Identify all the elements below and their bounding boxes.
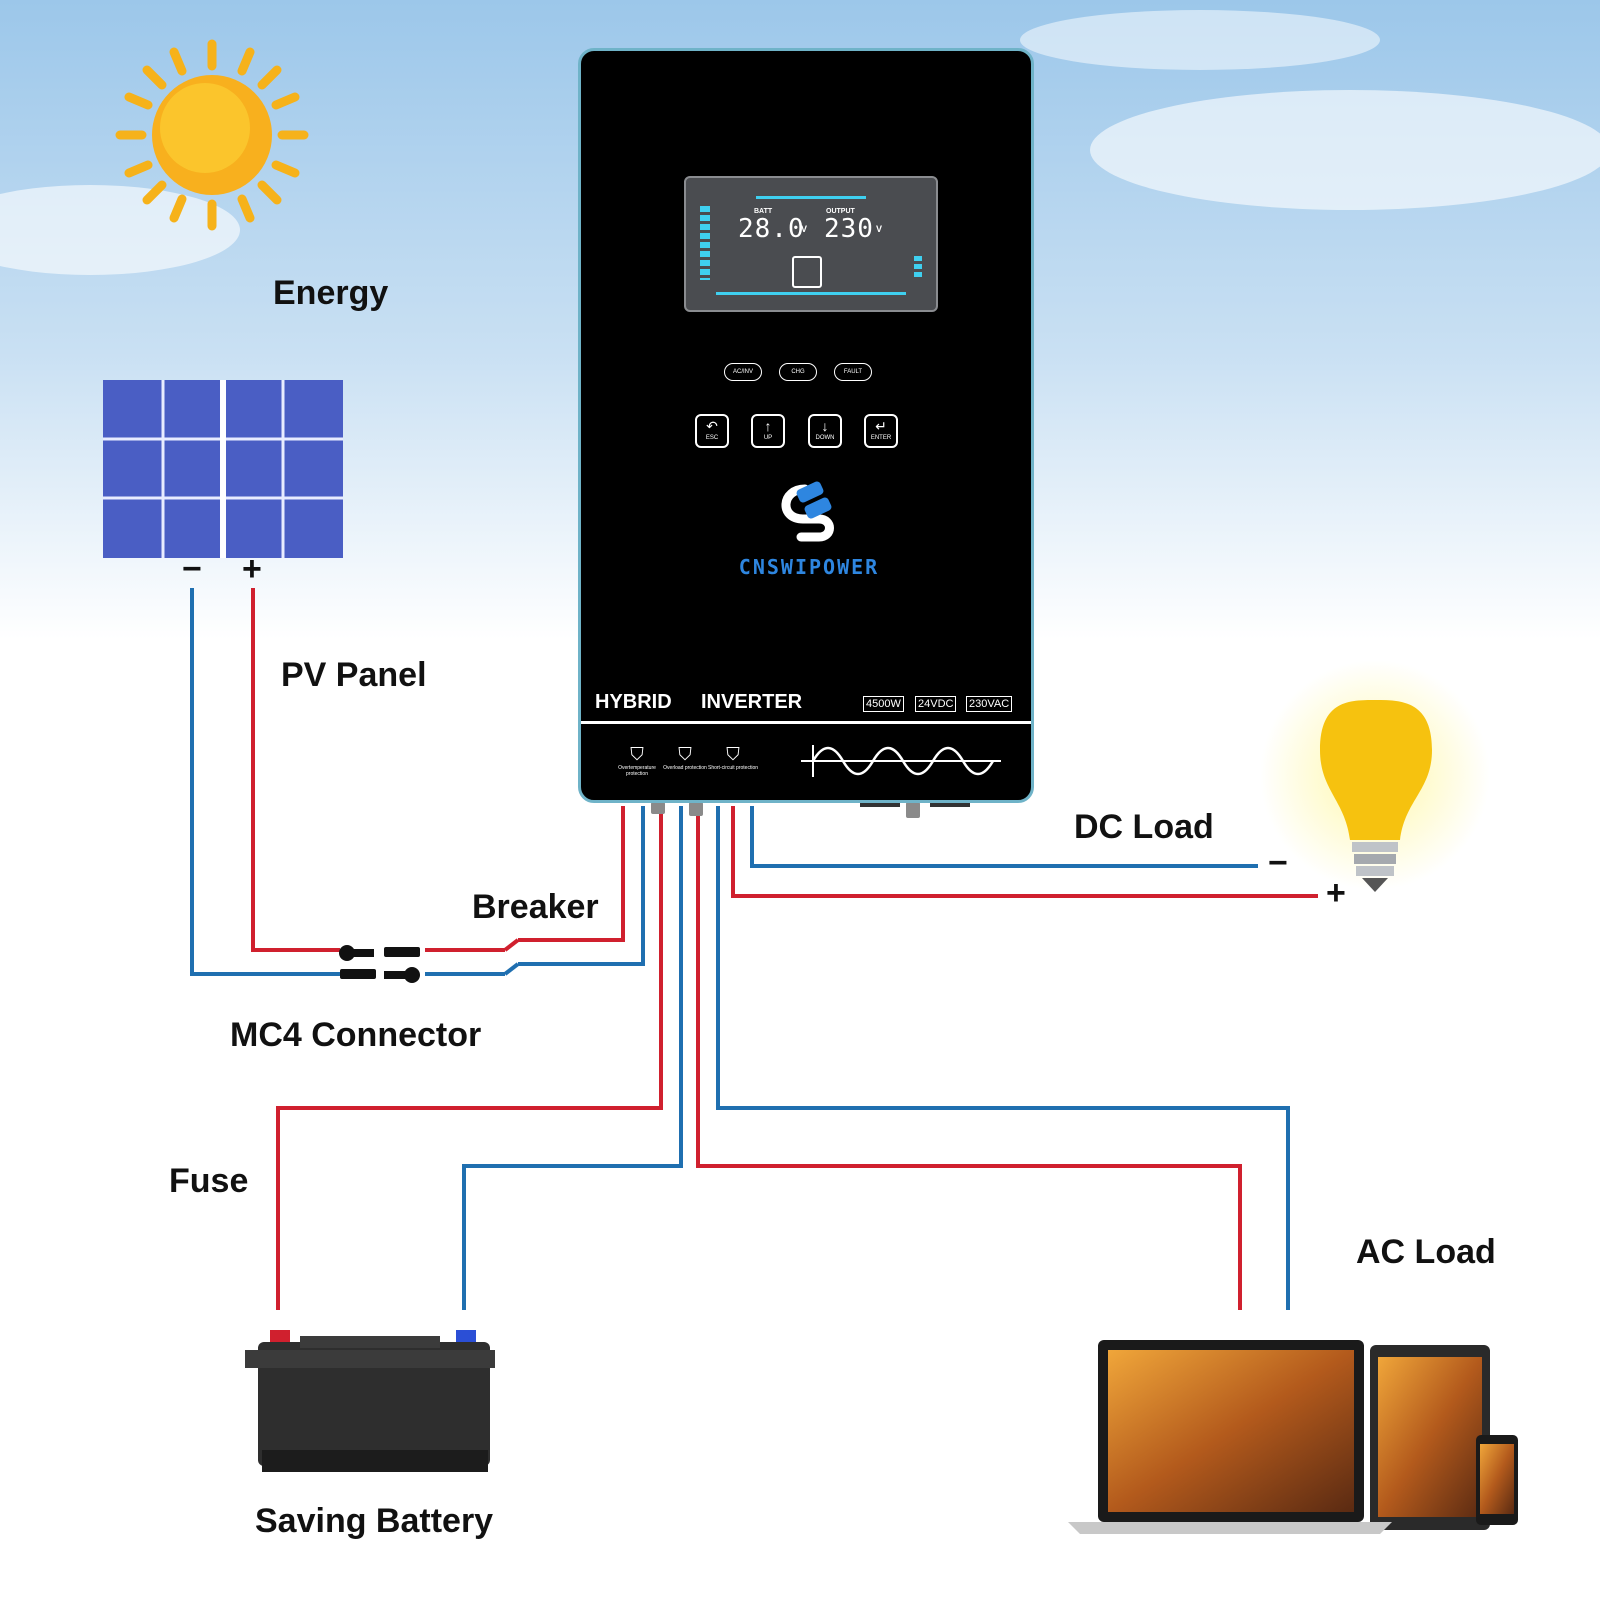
- inverter-terminal-glands: [651, 802, 970, 818]
- enter-button-label: ENTER: [870, 435, 892, 441]
- battery-icon: [245, 1330, 495, 1472]
- shield-clock-icon: ⛉: [678, 744, 692, 764]
- shield-circuit-icon: ⛉: [726, 744, 740, 764]
- spec-dc-voltage: 24VDC: [915, 696, 957, 712]
- esc-button[interactable]: ↶ ESC: [695, 414, 729, 448]
- spec-ac-voltage: 230VAC: [966, 696, 1013, 712]
- ac-load-label: AC Load: [1356, 1233, 1496, 1271]
- breaker-label: Breaker: [472, 888, 599, 926]
- panel-divider: [581, 721, 1031, 724]
- saving-battery-label: Saving Battery: [255, 1502, 494, 1540]
- short-circuit-protection-label: Short-circuit protection: [707, 765, 759, 771]
- breaker-positive-wire: [518, 806, 625, 942]
- pv-plus-sign: +: [242, 550, 262, 588]
- energy-label: Energy: [273, 274, 389, 312]
- cloud: [1020, 10, 1380, 70]
- battery-positive-wire: [276, 806, 663, 1310]
- pv-minus-sign: −: [182, 550, 202, 588]
- dc-load-negative-wire: [750, 806, 1258, 868]
- light-bulb-icon: [1260, 660, 1490, 892]
- dc-load-plus-sign: +: [1326, 874, 1346, 912]
- lcd-output-bar: [914, 256, 922, 280]
- short-circuit-protection: ⛉ Short-circuit protection: [705, 743, 761, 771]
- ac-load-negative-wire: [716, 806, 1290, 1310]
- up-arrow-icon: ↑: [764, 418, 772, 434]
- breaker-negative-wire: [518, 806, 645, 966]
- shield-thermometer-icon: ⛉: [630, 744, 644, 764]
- lcd-bottom-accent: [716, 292, 906, 299]
- overtemperature-protection: ⛉ Overtemperature protection: [609, 743, 665, 777]
- inverter-title-hybrid: HYBRID: [595, 691, 672, 713]
- brand-logo-icon: [781, 481, 834, 542]
- lcd-output-value: 230: [824, 214, 874, 244]
- indicator-chg: CHG: [779, 363, 817, 381]
- dc-load-minus-sign: −: [1268, 844, 1288, 882]
- ac-load-positive-wire: [696, 806, 1242, 1310]
- enter-arrow-icon: ↵: [875, 418, 887, 434]
- esc-button-label: ESC: [705, 435, 719, 441]
- ac-load-devices-icon: [1068, 1340, 1518, 1534]
- pv-panel-label: PV Panel: [281, 656, 427, 694]
- sine-wave-icon: [801, 745, 1001, 777]
- cloud: [1090, 90, 1600, 210]
- dc-load-label: DC Load: [1074, 808, 1214, 846]
- overload-protection-label: Overload protection: [663, 765, 707, 771]
- up-button-label: UP: [763, 435, 773, 441]
- up-button[interactable]: ↑ UP: [751, 414, 785, 448]
- back-arrow-icon: ↶: [706, 418, 718, 434]
- spec-power: 4500W: [863, 696, 904, 712]
- breaker-switch-positive: [503, 938, 520, 952]
- pv-positive-wire: [251, 588, 340, 952]
- indicator-ac-inv: AC/INV: [724, 363, 762, 381]
- enter-button[interactable]: ↵ ENTER: [864, 414, 898, 448]
- overload-protection: ⛉ Overload protection: [657, 743, 713, 771]
- pv-panel-icon: [103, 380, 343, 558]
- pv-negative-wire: [190, 588, 340, 976]
- battery-negative-wire: [462, 806, 683, 1310]
- indicator-fault: FAULT: [834, 363, 872, 381]
- lcd-batt-value: 28.0: [738, 214, 805, 244]
- mc4-connector-icon: [339, 945, 420, 983]
- lcd-batt-unit: V: [801, 224, 808, 234]
- down-button[interactable]: ↓ DOWN: [808, 414, 842, 448]
- dc-load-positive-wire: [731, 806, 1318, 898]
- fuse-label: Fuse: [169, 1162, 249, 1200]
- overtemperature-protection-label: Overtemperature protection: [618, 765, 656, 777]
- lcd-battery-bar: [700, 206, 710, 280]
- lcd-output-label: OUTPUT: [826, 208, 855, 215]
- sun-icon: [115, 39, 309, 231]
- breaker-switch-negative: [503, 962, 520, 976]
- down-arrow-icon: ↓: [821, 418, 829, 434]
- inverter-symbol-icon: [792, 256, 822, 288]
- lcd-batt-label: BATT: [754, 208, 773, 215]
- mc4-connector-label: MC4 Connector: [230, 1016, 482, 1054]
- inverter-title-inverter: INVERTER: [701, 691, 803, 713]
- lcd-display: BATT 28.0 V OUTPUT 230 V: [684, 176, 938, 312]
- lcd-output-unit: V: [876, 224, 883, 234]
- down-button-label: DOWN: [815, 435, 835, 441]
- brand-name: CNSWIPOWER: [738, 555, 880, 579]
- lcd-frame-accent: [756, 190, 866, 199]
- hybrid-inverter: BATT 28.0 V OUTPUT 230 V AC/INV CHG FAUL…: [578, 48, 1034, 803]
